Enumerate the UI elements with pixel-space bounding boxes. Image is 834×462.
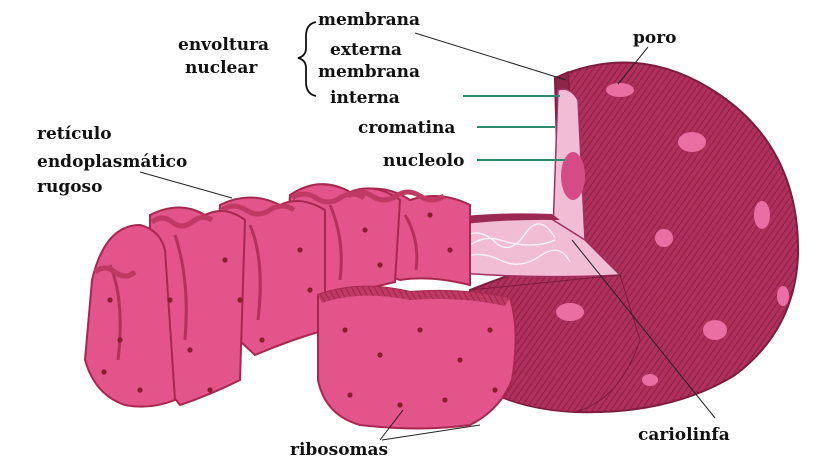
envoltura-brace <box>298 22 316 96</box>
ribosome <box>107 297 112 302</box>
label-envoltura-line1: envoltura <box>178 35 269 55</box>
ribosome <box>259 337 264 342</box>
label-membrana-externa-line1: membrana <box>318 10 420 30</box>
er-cisterna-front <box>318 287 516 429</box>
label-ribosomas: ribosomas <box>290 440 388 460</box>
leader-membrana-externa <box>415 33 566 80</box>
pore <box>642 374 658 386</box>
ribosome <box>397 402 402 407</box>
ribosome <box>457 357 462 362</box>
pore <box>754 201 770 229</box>
ribosome <box>187 347 192 352</box>
ribosome <box>447 247 452 252</box>
pore <box>606 83 634 97</box>
ribosome <box>137 387 142 392</box>
label-cromatina: cromatina <box>358 118 455 138</box>
label-reticulo-line2: endoplasmático <box>37 152 187 172</box>
pore <box>777 286 789 306</box>
pore <box>556 303 584 321</box>
pore <box>655 229 673 247</box>
ribosome <box>442 397 447 402</box>
ribosome <box>362 227 367 232</box>
label-envoltura-line2: nuclear <box>185 58 258 78</box>
ribosome <box>377 262 382 267</box>
ribosome <box>101 369 106 374</box>
label-membrana-interna-line1: membrana <box>318 62 420 82</box>
pore <box>703 320 727 340</box>
er-cisterna-1 <box>85 225 175 407</box>
label-cariolinfa: cariolinfa <box>638 425 730 445</box>
ribosome <box>417 327 422 332</box>
ribosome <box>492 387 497 392</box>
label-reticulo-line3: rugoso <box>37 177 102 197</box>
ribosome <box>377 352 382 357</box>
label-poro: poro <box>633 28 677 48</box>
leader-reticulo <box>140 172 232 198</box>
ribosome <box>237 297 242 302</box>
ribosome <box>297 247 302 252</box>
ribosome <box>167 297 172 302</box>
label-membrana-interna-line2: interna <box>330 88 400 108</box>
ribosome <box>342 327 347 332</box>
ribosome <box>347 392 352 397</box>
ribosome <box>427 212 432 217</box>
label-reticulo-line1: retículo <box>37 124 112 144</box>
rough-er <box>85 184 516 428</box>
label-membrana-externa-line2: externa <box>330 40 402 60</box>
label-nucleolo: nucleolo <box>383 151 464 171</box>
ribosome <box>307 287 312 292</box>
pore <box>678 132 706 152</box>
ribosome <box>487 327 492 332</box>
ribosome <box>207 387 212 392</box>
ribosome <box>222 257 227 262</box>
ribosome <box>117 337 122 342</box>
